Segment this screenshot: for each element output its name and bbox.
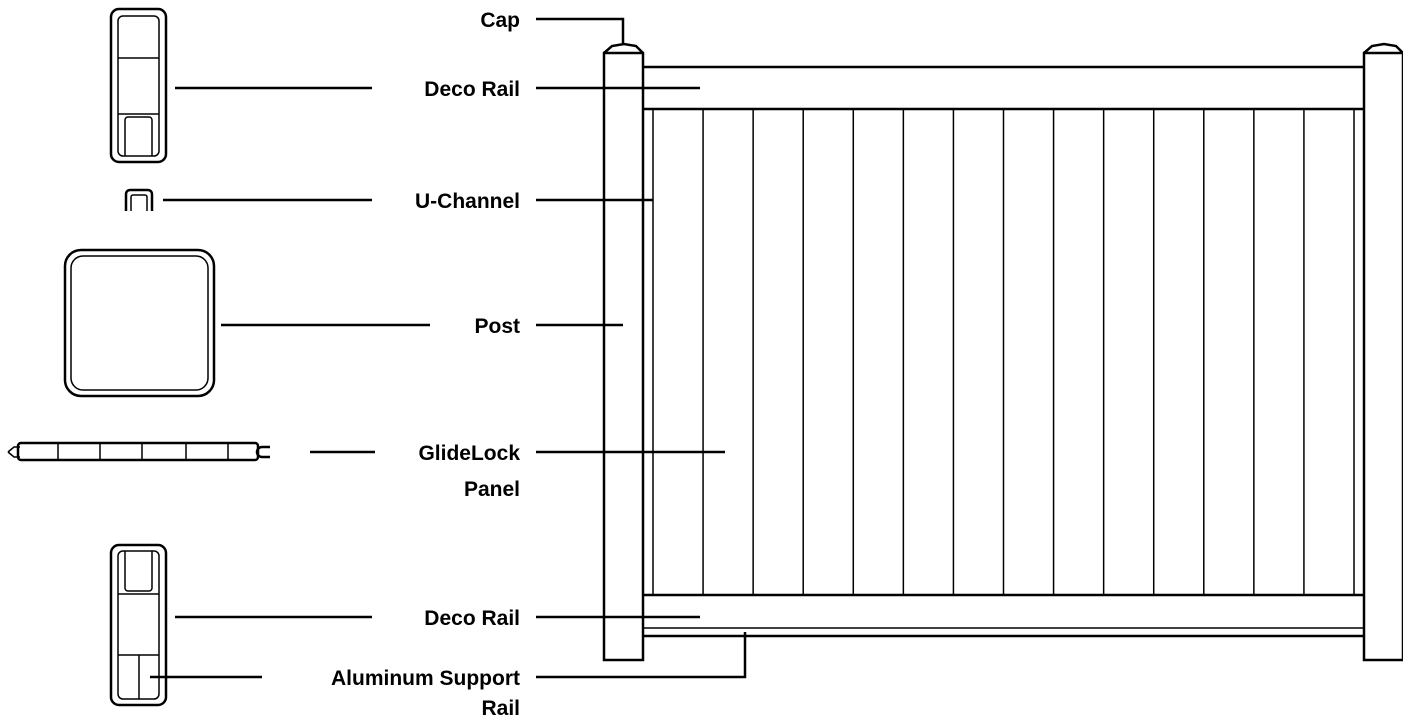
top-deco-rail [643,65,1364,111]
glidelock-panel-profile [7,441,270,462]
bottom-deco-rail [643,593,1364,638]
label-cap: Cap [480,9,520,32]
post-profile [63,248,216,398]
label-deco-rail-top: Deco Rail [424,78,520,101]
right-post [1362,42,1403,662]
left-post [602,42,645,662]
u-channel-profile [124,188,154,211]
leader-lines [150,17,747,679]
deco-rail-top-profile [109,7,168,164]
glidelock-panel-pickets [702,109,1305,595]
label-glidelock-line2: Panel [464,478,520,501]
label-deco-rail-bottom: Deco Rail [424,607,520,630]
label-u-channel: U-Channel [415,190,520,213]
label-aluminum-line2: Rail [481,697,520,719]
label-aluminum-line1: Aluminum Support [331,667,520,690]
label-glidelock-line1: GlideLock [418,442,520,465]
leader-cap [536,17,625,44]
leader-aluminum-right [536,632,747,679]
deco-rail-bottom-profile [109,543,168,707]
label-post: Post [474,315,520,338]
